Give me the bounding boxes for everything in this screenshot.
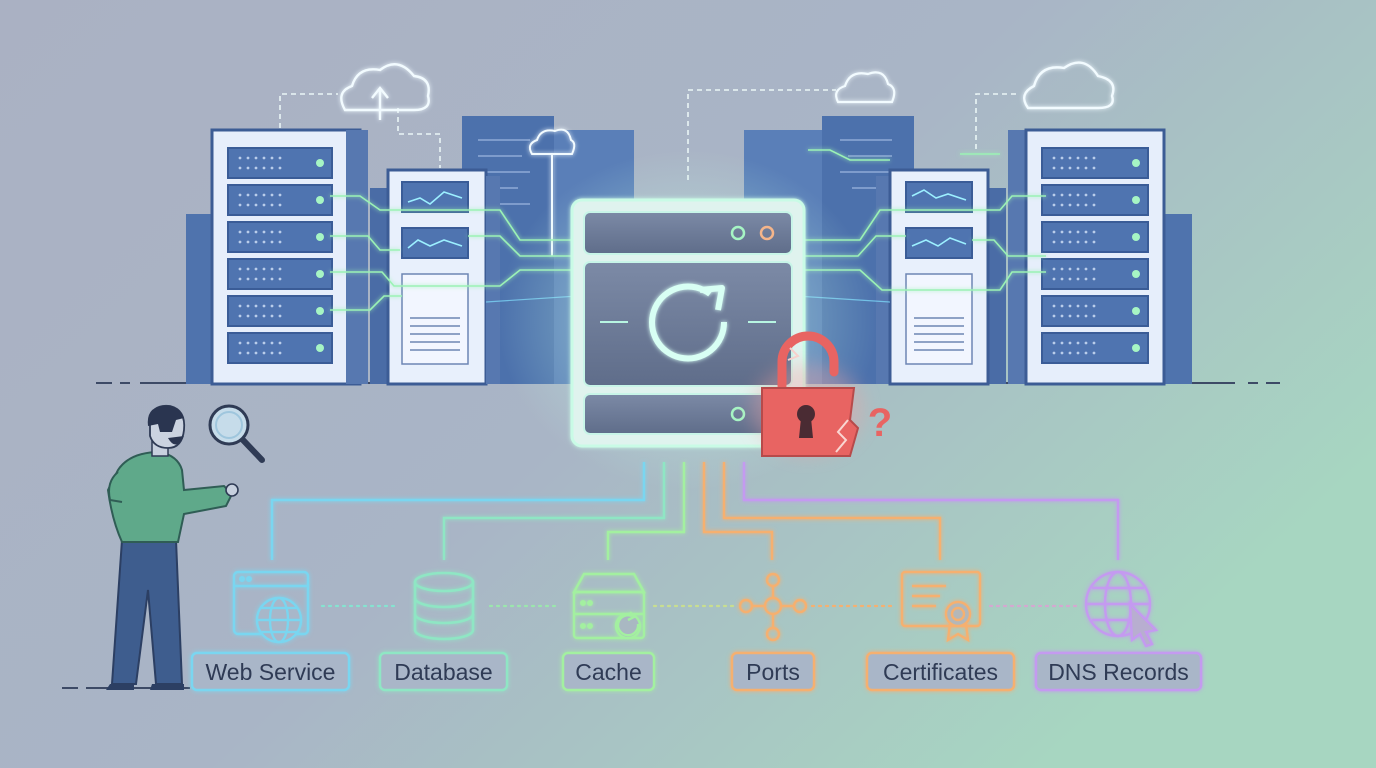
certificates-node: Certificates bbox=[865, 570, 1016, 692]
dns-records-node: DNS Records bbox=[1034, 570, 1203, 692]
storage-server-left bbox=[386, 168, 500, 386]
status-led bbox=[1132, 344, 1140, 352]
rack-drawer bbox=[1041, 258, 1149, 290]
database-label: Database bbox=[394, 659, 492, 685]
status-led bbox=[1132, 270, 1140, 278]
status-led bbox=[316, 307, 324, 315]
rack-drawer bbox=[227, 258, 333, 290]
ports-node: Ports bbox=[730, 572, 816, 692]
status-led bbox=[1132, 159, 1140, 167]
status-led bbox=[316, 233, 324, 241]
ports-label-box bbox=[730, 651, 816, 692]
web-service-node: Web Service bbox=[190, 570, 351, 692]
web-service-label-box bbox=[190, 651, 351, 692]
lock-question-mark: ? bbox=[868, 401, 892, 445]
engineer-figure bbox=[106, 404, 265, 690]
certificate-icon bbox=[900, 570, 982, 643]
rack-server-left bbox=[210, 128, 368, 386]
dns-records-label-box bbox=[1034, 651, 1203, 692]
rack-drawer bbox=[227, 332, 333, 364]
status-led bbox=[316, 344, 324, 352]
dns-records-label: DNS Records bbox=[1048, 659, 1189, 685]
storage-server-right bbox=[876, 168, 990, 386]
certificates-label: Certificates bbox=[883, 659, 998, 685]
cache-server-icon bbox=[571, 572, 647, 640]
central-server-unit bbox=[570, 198, 806, 448]
database-node: Database bbox=[378, 571, 509, 692]
ports-label: Ports bbox=[746, 659, 800, 685]
magnifier-icon bbox=[208, 404, 265, 463]
web-service-label: Web Service bbox=[206, 659, 336, 685]
rack-drawer bbox=[1041, 295, 1149, 327]
cache-label: Cache bbox=[575, 659, 641, 685]
rack-drawer bbox=[227, 295, 333, 327]
rack-drawer bbox=[227, 147, 333, 179]
database-icon bbox=[413, 571, 475, 641]
network-ports-icon bbox=[738, 572, 808, 642]
status-led bbox=[1132, 307, 1140, 315]
rack-drawer bbox=[227, 184, 333, 216]
rack-drawer bbox=[227, 221, 333, 253]
status-led bbox=[316, 159, 324, 167]
rack-drawer bbox=[1041, 147, 1149, 179]
refresh-icon bbox=[649, 283, 728, 362]
status-led bbox=[316, 270, 324, 278]
status-led bbox=[1132, 233, 1140, 241]
database-label-box bbox=[378, 651, 509, 692]
broken-padlock-icon: ? bbox=[752, 331, 892, 457]
status-led bbox=[1132, 196, 1140, 204]
cache-label-box bbox=[561, 651, 656, 692]
service-connectors bbox=[270, 462, 1120, 560]
browser-globe-icon bbox=[232, 570, 310, 644]
certificates-label-box bbox=[865, 651, 1016, 692]
cloud-icon bbox=[835, 71, 896, 104]
rack-drawer bbox=[1041, 221, 1149, 253]
rack-server-right bbox=[1008, 128, 1166, 386]
status-led bbox=[316, 196, 324, 204]
rack-drawer bbox=[1041, 332, 1149, 364]
globe-cursor-icon bbox=[1084, 570, 1159, 648]
rack-drawer bbox=[1041, 184, 1149, 216]
cloud-icon bbox=[340, 63, 430, 120]
cloud-icon bbox=[1022, 61, 1115, 110]
cache-node: Cache bbox=[561, 572, 656, 692]
